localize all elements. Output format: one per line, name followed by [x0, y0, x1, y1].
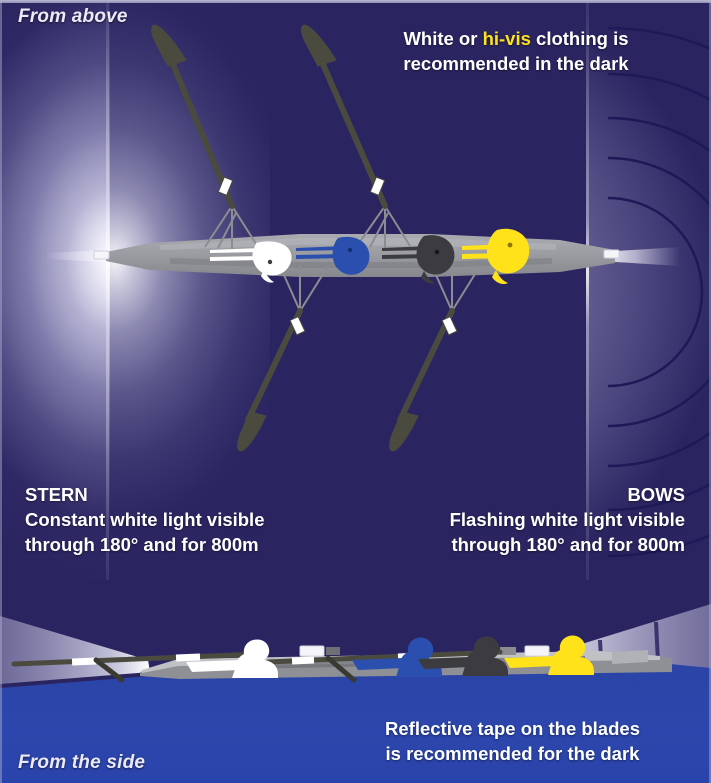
rower-blue-top — [296, 236, 370, 275]
bows-light-region — [586, 0, 711, 580]
bows-heading: BOWS — [627, 484, 685, 505]
oars-top — [151, 24, 458, 452]
clothing-line1-pre: White or — [403, 28, 483, 49]
caption-clothing: White or hi-vis clothing is recommended … — [331, 26, 701, 76]
stern-line1: Constant white light visible — [25, 509, 265, 530]
rower-white-side — [186, 639, 278, 678]
bows-lamp-side — [524, 645, 550, 657]
side-view-boat — [0, 580, 711, 783]
rower-dark-top — [382, 235, 455, 284]
poster-left-border — [0, 0, 2, 783]
rower-yellow-top — [462, 228, 530, 285]
water-surface — [0, 664, 711, 783]
top-view-boat — [45, 24, 680, 452]
poster-top-border — [0, 0, 711, 3]
bows-lamp-top — [603, 249, 620, 259]
stern-lamp-top — [93, 250, 110, 260]
bows-flash-arcs — [607, 26, 711, 558]
stern-light-edge — [106, 0, 109, 580]
panel-from-above: From above White or hi-vis clothing is r… — [0, 0, 711, 580]
rower-dark-side — [418, 636, 508, 676]
panel-from-side: From the side — [0, 580, 711, 783]
stern-heading: STERN — [25, 484, 88, 505]
caption-bows: BOWS Flashing white light visible throug… — [400, 482, 685, 557]
clothing-line2: recommended in the dark — [403, 53, 629, 74]
caption-stern: STERN Constant white light visible throu… — [25, 482, 355, 557]
tape-line1: Reflective tape on the blades — [385, 718, 640, 739]
bows-light-edge — [586, 0, 589, 580]
label-from-above: From above — [18, 6, 128, 27]
bows-line2: through 180° and for 800m — [451, 534, 685, 555]
bows-light-glow — [586, 0, 711, 580]
stern-line2: through 180° and for 800m — [25, 534, 259, 555]
caption-tape: Reflective tape on the blades is recomme… — [340, 716, 685, 766]
clothing-hivis: hi-vis — [482, 28, 531, 49]
stern-lamp-side — [299, 645, 325, 657]
poster-right-border — [709, 0, 711, 783]
bows-line1: Flashing white light visible — [449, 509, 685, 530]
stern-light-core — [0, 0, 110, 580]
rower-white-top — [210, 241, 292, 283]
rower-yellow-side — [504, 635, 594, 675]
stern-beam-side — [0, 616, 150, 684]
tape-line2: is recommended for the dark — [385, 743, 640, 764]
clothing-line1-post: clothing is — [530, 28, 629, 49]
label-from-side: From the side — [18, 752, 146, 773]
